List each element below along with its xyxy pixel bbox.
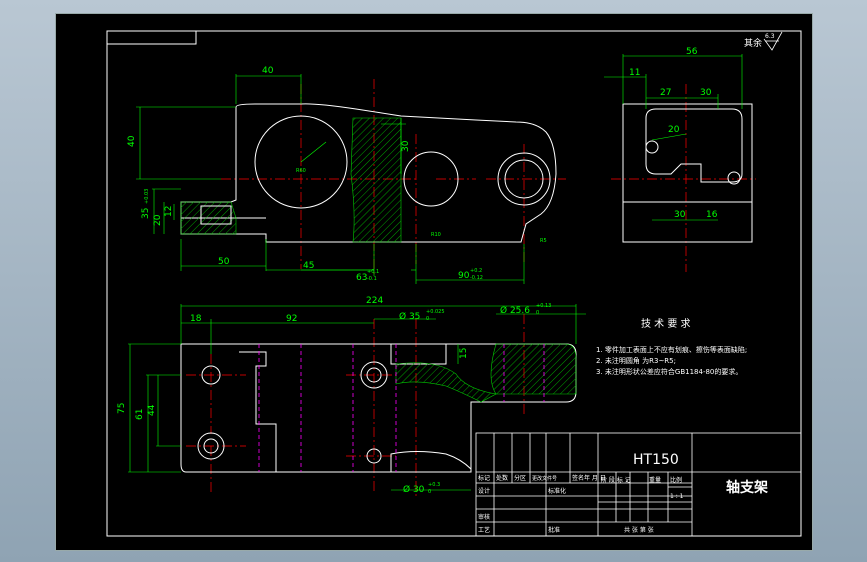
hdr-date: 年 月 日 [584,474,606,482]
lbl-review: 审核 [478,513,490,521]
dim-45: 45 [303,261,314,271]
top-hatch-mid [395,362,497,403]
side-pocket [645,108,743,183]
roughness-value: 6.3 [765,33,775,40]
dim-d25-tol-dn: 0 [536,310,539,316]
corner-box [106,30,197,45]
dim-11: 11 [629,68,640,78]
dim-35: 35 [141,208,151,219]
dim-d35-tol-dn: 0 [426,316,429,322]
top-centerlines [186,314,525,496]
top-dim-text: 224 18 92 Ø 35 +0.025 0 Ø 25.6 +0.13 0 1… [117,296,551,495]
lbl-design: 设计 [478,487,490,495]
dim-75: 75 [117,403,127,414]
lbl-scale: 比例 [670,476,682,484]
dim-224: 224 [366,296,383,306]
side-centerlines [611,84,756,272]
front-dim-lines [136,74,525,284]
hdr-zone: 分区 [514,474,526,482]
dim-27: 27 [660,88,671,98]
right-boss-inner [504,159,544,199]
dim-30-side: 30 [700,88,712,98]
front-view: 40 40 35 +0.03 20 12 50 45 63 +0.1 -0.1 … [127,66,566,284]
material: HT150 [633,452,679,468]
dim-90: 90 [458,271,470,281]
dim-r-corner: R5 [540,238,547,244]
dim-50: 50 [218,257,230,267]
dim-20: 20 [153,214,163,226]
base-hatch [180,201,237,235]
dim-63: 63 [356,273,367,283]
hdr-count: 处数 [496,474,508,482]
top-hidden-lines [258,344,545,472]
lbl-approve: 批准 [548,526,560,534]
side-view: 56 11 27 30 20 30 16 [604,47,756,272]
hdr-change: 更改文件号 [532,475,557,482]
title-block: HT150 轴支架 标记 处数 分区 更改文件号 签名 年 月 日 设计 标准化… [475,432,802,537]
drawing-frame: 其余 6.3 [55,13,813,551]
middle-boss [403,151,459,207]
dim-d35-tol-up: +0.025 [426,309,445,315]
dim-40-top: 40 [262,66,274,76]
dim-d30-tol-dn: 0 [428,489,431,495]
dim-63-tol-up: +0.1 [367,269,379,275]
dim-90-tol-dn: -0.12 [470,275,483,281]
cad-drawing: 其余 6.3 [106,30,802,537]
side-dim-text: 56 11 27 30 20 30 16 [629,47,718,220]
inner-border [106,30,802,537]
roughness-label: 其余 [744,37,762,49]
lbl-stage: 阶 段 标 记 [601,476,631,484]
dim-92: 92 [286,314,297,324]
dim-30b-side: 30 [674,210,686,220]
main-bore [254,115,348,209]
dim-61: 61 [135,409,145,420]
tech-item-2: 2. 未注明圆角 为R3~R5; [596,356,676,365]
dim-16-side: 16 [706,210,718,220]
lbl-standard: 标准化 [548,487,566,495]
dim-d35: Ø 35 [399,311,420,322]
lbl-weight: 重量 [649,476,661,484]
dim-63-tol-dn: -0.1 [367,276,377,282]
hdr-mark: 标记 [478,474,490,482]
top-dim-lines [128,304,586,491]
dim-12: 12 [164,206,174,217]
dim-d30: Ø 30 [403,484,425,495]
scale-value: 1 : 1 [670,493,684,500]
side-dim-lines [604,54,743,221]
dim-56: 56 [686,47,698,57]
dim-d25: Ø 25.6 [500,305,530,316]
dim-35-tol: +0.03 [144,189,150,204]
hdr-sign: 签名 [572,474,584,482]
tech-item-1: 1. 零件加工表面上不应有划痕、擦伤等表面缺陷; [596,345,747,354]
front-section-hatch [350,117,402,243]
front-dim-text: 40 40 35 +0.03 20 12 50 45 63 +0.1 -0.1 … [127,66,547,283]
dim-d25-tol-up: +0.13 [536,303,551,309]
sheet-info: 共 张 第 张 [624,526,654,534]
top-hatch-right [490,343,577,395]
dim-44: 44 [147,404,157,416]
roughness-symbol: 其余 6.3 [744,31,783,51]
part-name: 轴支架 [726,479,768,496]
tech-requirements: 技 术 要 求 1. 零件加工表面上不应有划痕、擦伤等表面缺陷; 2. 未注明圆… [596,317,747,376]
dim-20-side: 20 [668,125,680,135]
top-view: 224 18 92 Ø 35 +0.025 0 Ø 25.6 +0.13 0 1… [117,296,586,496]
front-outline [180,103,557,243]
dim-r-small: R10 [431,232,441,238]
dim-30: 30 [401,140,411,152]
dim-40-left: 40 [127,135,137,147]
dim-d30-tol-up: +0.3 [428,482,440,488]
tech-item-3: 3. 未注明形状公差应符合GB1184-80的要求。 [596,367,742,376]
dim-r-big: R60 [296,168,306,174]
right-boss-outer [497,152,551,206]
top-outline [180,343,577,473]
dim-90-tol-up: +0.2 [470,268,482,274]
dim-15: 15 [459,348,469,359]
side-outline [622,103,753,243]
dim-18: 18 [190,314,202,324]
lbl-process: 工艺 [478,526,490,534]
tech-title: 技 术 要 求 [641,317,691,330]
